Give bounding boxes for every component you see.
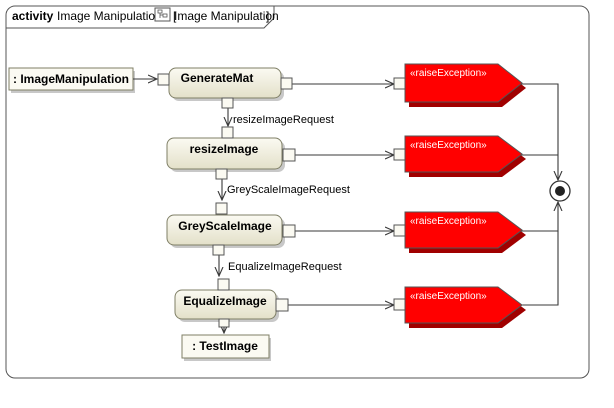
action-generate-mat[interactable]: GenerateMat — [157, 67, 293, 109]
flow-label-resize-request: resizeImageRequest — [233, 114, 334, 126]
pin-equalize-image-in[interactable] — [217, 278, 230, 291]
signal-label-2: «raiseException» — [410, 140, 487, 151]
action-label-generate-mat: GenerateMat — [181, 71, 254, 85]
pin-equalize-image-exception[interactable] — [275, 298, 289, 312]
flow-label-greyscale-request: GreyScaleImageRequest — [227, 184, 350, 196]
frame-keyword: activity — [12, 9, 54, 23]
parameter-node-label: : ImageManipulation — [13, 72, 129, 86]
output-node-label: : TestImage — [192, 339, 258, 353]
pin-grey-scale-image-in[interactable] — [215, 202, 228, 215]
flow-final-1 — [521, 83, 558, 180]
signal-raise-exception-2[interactable]: «raiseException» — [393, 135, 526, 177]
pin-generate-mat-out[interactable] — [221, 97, 234, 109]
pin-grey-scale-image-exception[interactable] — [282, 224, 296, 238]
frame-header-tab — [6, 6, 275, 29]
signal-label-1: «raiseException» — [410, 68, 487, 79]
activity-final-node-icon[interactable] — [549, 180, 571, 202]
pin-resize-image-in[interactable] — [221, 126, 234, 139]
pin-signal-1-in[interactable] — [393, 77, 406, 90]
signal-label-4: «raiseException» — [410, 291, 487, 302]
action-equalize-image[interactable]: EqualizeImage — [174, 278, 289, 328]
signal-raise-exception-4[interactable]: «raiseException» — [393, 286, 526, 328]
activity-diagram-icon — [154, 7, 171, 22]
frame-bracket-open: [ — [173, 9, 177, 23]
frame-bracket-close: ] — [266, 9, 269, 23]
pin-grey-scale-image-out[interactable] — [212, 244, 225, 256]
pin-equalize-image-out[interactable] — [218, 318, 230, 328]
frame-title: Image Manipulation — [57, 9, 162, 23]
signal-label-3: «raiseException» — [410, 216, 487, 227]
signal-raise-exception-3[interactable]: «raiseException» — [393, 211, 526, 253]
action-grey-scale-image[interactable]: GreyScaleImage — [166, 202, 296, 256]
signal-raise-exception-1[interactable]: «raiseException» — [393, 63, 526, 107]
output-node[interactable] — [181, 334, 270, 359]
flow-label-equalize-request: EqualizeImageRequest — [228, 261, 342, 273]
pin-generate-mat-in[interactable] — [157, 73, 170, 86]
action-resize-image[interactable]: resizeImage — [166, 126, 296, 180]
action-label-equalize-image: EqualizeImage — [183, 294, 267, 308]
pin-signal-2-in[interactable] — [393, 148, 406, 161]
pin-signal-3-in[interactable] — [393, 224, 406, 237]
pin-signal-4-in[interactable] — [393, 298, 406, 311]
flow-final-4 — [521, 231, 559, 306]
action-label-grey-scale-image: GreyScaleImage — [178, 219, 272, 233]
pin-resize-image-exception[interactable] — [282, 148, 296, 162]
pin-resize-image-out[interactable] — [215, 168, 228, 180]
control-flows — [133, 79, 558, 333]
pin-generate-mat-exception[interactable] — [280, 77, 293, 90]
action-label-resize-image: resizeImage — [190, 142, 259, 156]
frame-ref-name: Image Manipulation — [174, 9, 279, 23]
